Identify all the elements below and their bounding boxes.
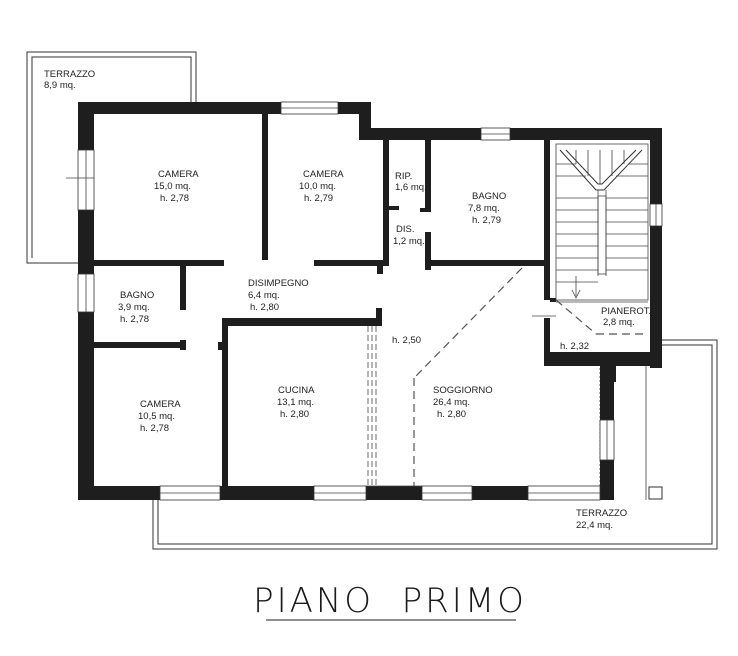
terrazzo-s-area: 22,4 mq. <box>576 520 613 531</box>
soggiorno-area: 26,4 mq. <box>433 397 470 408</box>
camera-1-name: CAMERA <box>158 169 199 180</box>
camera-3-area: 10,5 mq. <box>138 411 175 422</box>
pianerot-area: 2,8 mq. <box>603 317 635 328</box>
bagno-1-height: h. 2,79 <box>472 215 501 226</box>
terrazzo-s-name: TERRAZZO <box>576 508 627 519</box>
camera-3-height: h. 2,78 <box>140 423 169 434</box>
room-labels: TERRAZZO 8,9 mq. CAMERA 15,0 mq. h. 2,78… <box>44 69 651 531</box>
camera-2-name: CAMERA <box>303 169 344 180</box>
terrazzo-nw-area: 8,9 mq. <box>44 80 76 91</box>
cucina-name: CUCINA <box>278 385 315 396</box>
stair-height: h. 2,32 <box>560 341 589 352</box>
exterior-walls <box>78 102 662 500</box>
pianerot-name: PIANEROT. <box>601 306 651 317</box>
plan-title: PIANO PRIMO <box>253 581 527 621</box>
staircase <box>532 143 649 335</box>
terrace-outlines <box>26 51 718 550</box>
disimpegno-area: 6,4 mq. <box>248 290 280 301</box>
cucina-height: h. 2,80 <box>280 409 309 420</box>
bagno-1-name: BAGNO <box>472 191 506 202</box>
interior-walls <box>94 114 556 486</box>
rip-name: RIP. <box>395 171 412 182</box>
terrace-drain <box>648 486 663 500</box>
soggiorno-name: SOGGIORNO <box>433 385 493 396</box>
dis-name: DIS. <box>396 224 414 235</box>
open-height: h. 2,50 <box>392 335 421 346</box>
bagno-2-name: BAGNO <box>120 290 154 301</box>
windows <box>66 101 663 501</box>
bagno-2-height: h. 2,78 <box>120 314 149 325</box>
camera-2-height: h. 2,79 <box>304 193 333 204</box>
dis-area: 1,2 mq. <box>393 236 425 247</box>
soggiorno-height: h. 2,80 <box>437 409 466 420</box>
bagno-1-area: 7,8 mq. <box>468 203 500 214</box>
rip-area: 1,6 mq. <box>395 182 427 193</box>
disimpegno-height: h. 2,80 <box>250 302 279 313</box>
cucina-area: 13,1 mq. <box>277 397 314 408</box>
camera-2-area: 10,0 mq. <box>299 181 336 192</box>
camera-3-name: CAMERA <box>140 399 181 410</box>
disimpegno-name: DISIMPEGNO <box>248 278 309 289</box>
terrazzo-nw-name: TERRAZZO <box>44 69 95 80</box>
stair-treads <box>556 150 648 283</box>
camera-1-height: h. 2,78 <box>160 193 189 204</box>
structural-lines <box>366 267 523 487</box>
camera-1-area: 15,0 mq. <box>154 181 191 192</box>
bagno-2-area: 3,9 mq. <box>118 302 150 313</box>
